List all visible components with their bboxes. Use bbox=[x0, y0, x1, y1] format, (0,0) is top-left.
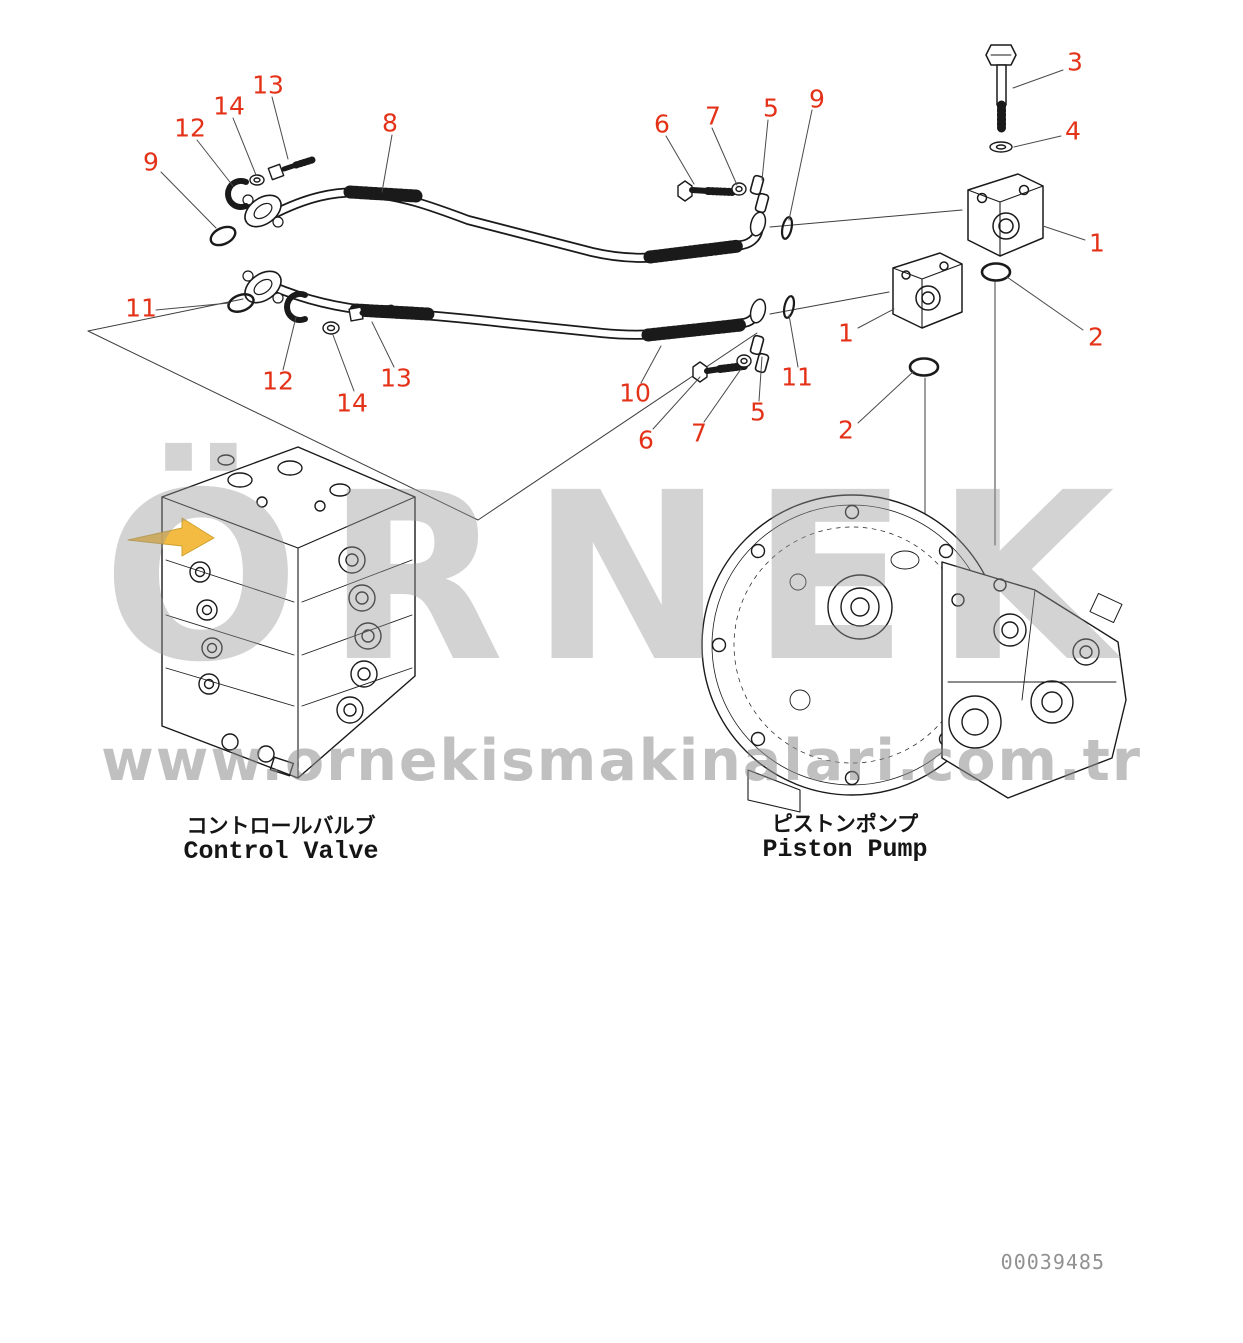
flange-block-1-left bbox=[892, 252, 963, 329]
callout-6: 6 bbox=[638, 425, 654, 455]
callout-1: 1 bbox=[838, 318, 854, 348]
washer-7-top bbox=[731, 182, 747, 196]
callout-13: 13 bbox=[380, 363, 412, 393]
hose-section-lower bbox=[641, 318, 748, 342]
piston-pump-drawing bbox=[701, 494, 1127, 813]
callout-12: 12 bbox=[262, 366, 294, 396]
washer-4 bbox=[989, 141, 1013, 153]
clamp-5-top bbox=[749, 174, 770, 214]
piston-pump-label-en: Piston Pump bbox=[762, 835, 928, 864]
hose-section-upper bbox=[643, 239, 746, 264]
callout-13: 13 bbox=[252, 70, 284, 100]
bolt-13-top bbox=[267, 156, 316, 181]
document-number: 00039485 bbox=[1000, 1250, 1105, 1274]
bolt-13-bottom bbox=[348, 304, 396, 322]
o-ring-9-left bbox=[209, 225, 237, 247]
callout-4: 4 bbox=[1065, 116, 1081, 146]
bolt-6-top bbox=[677, 180, 736, 202]
callout-12: 12 bbox=[174, 113, 206, 143]
callout-6: 6 bbox=[654, 109, 670, 139]
callout-14: 14 bbox=[336, 388, 368, 418]
leader-lines bbox=[155, 69, 1086, 430]
callout-9: 9 bbox=[143, 147, 159, 177]
highlight-arrow bbox=[127, 517, 215, 557]
piston-pump-label-jp: ピストンポンプ bbox=[771, 812, 919, 836]
construction-lines bbox=[87, 209, 996, 553]
callout-11: 11 bbox=[125, 293, 157, 323]
pipe-sleeve-upper bbox=[343, 185, 423, 203]
clamp-12-bottom bbox=[284, 291, 308, 323]
callout-3: 3 bbox=[1067, 47, 1083, 77]
o-ring-2-lower bbox=[908, 357, 940, 377]
o-ring-11-right bbox=[782, 295, 796, 319]
washer-14-bottom bbox=[322, 321, 340, 335]
clamp-12-top bbox=[225, 178, 249, 210]
callout-2: 2 bbox=[1088, 322, 1104, 352]
bolt-3 bbox=[985, 44, 1017, 133]
pipe-assembly-lower bbox=[242, 270, 767, 342]
washer-14-top bbox=[249, 174, 265, 186]
callout-5: 5 bbox=[750, 397, 766, 427]
control-valve-label-jp: コントロールバルブ bbox=[186, 814, 376, 838]
control-valve-label-en: Control Valve bbox=[183, 837, 379, 866]
callout-10: 10 bbox=[619, 378, 651, 408]
callout-2: 2 bbox=[838, 415, 854, 445]
control-valve-drawing bbox=[127, 446, 416, 779]
o-ring-11-left bbox=[227, 293, 255, 313]
callout-11: 11 bbox=[781, 362, 813, 392]
callout-9: 9 bbox=[809, 84, 825, 114]
washer-7-bottom bbox=[736, 354, 752, 368]
callout-14: 14 bbox=[213, 91, 245, 121]
callout-7: 7 bbox=[691, 418, 707, 448]
callout-8: 8 bbox=[382, 108, 398, 138]
o-ring-2-right bbox=[980, 262, 1012, 282]
callout-1: 1 bbox=[1089, 228, 1105, 258]
callout-5: 5 bbox=[763, 93, 779, 123]
callout-7: 7 bbox=[705, 101, 721, 131]
flange-block-1-right bbox=[967, 173, 1044, 257]
pipe-assembly-upper bbox=[242, 185, 767, 264]
